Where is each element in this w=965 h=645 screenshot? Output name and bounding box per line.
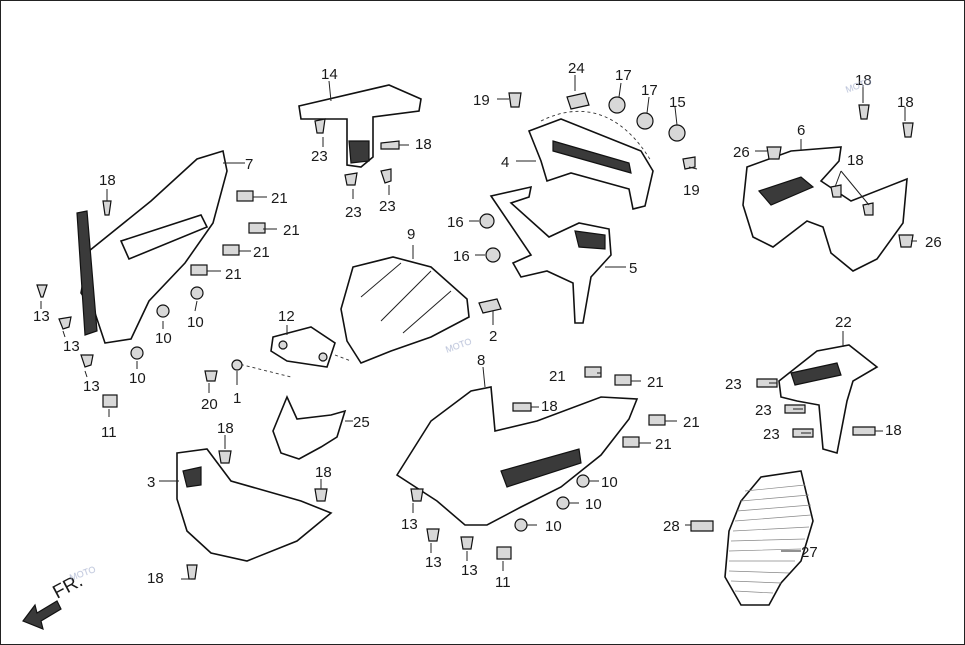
label-24: 24	[568, 60, 585, 77]
label-23b: 23	[345, 204, 362, 221]
label-1: 1	[233, 390, 241, 407]
watermark-3: MOTO	[68, 564, 97, 583]
label-21c: 21	[253, 244, 270, 261]
label-17a: 17	[615, 67, 632, 84]
label-18h: 18	[217, 420, 234, 437]
part-14-bracket	[298, 80, 422, 168]
label-14: 14	[321, 66, 338, 83]
label-9: 9	[407, 226, 415, 243]
label-7: 7	[245, 156, 253, 173]
label-16a: 16	[447, 214, 464, 231]
label-18d: 18	[847, 152, 864, 169]
label-21e: 21	[549, 368, 566, 385]
label-21f: 21	[647, 374, 664, 391]
label-21d: 21	[225, 266, 242, 283]
label-23e: 23	[755, 402, 772, 419]
label-15: 15	[669, 94, 686, 111]
label-13a: 13	[33, 308, 50, 325]
part-27-grille	[724, 470, 814, 606]
label-13e: 13	[425, 554, 442, 571]
label-18f: 18	[885, 422, 902, 439]
label-2: 2	[489, 328, 497, 345]
label-6: 6	[797, 122, 805, 139]
label-21b: 21	[283, 222, 300, 239]
part-5-bracket	[489, 185, 626, 324]
label-10f: 10	[545, 518, 562, 535]
label-27: 27	[801, 544, 818, 561]
label-23d: 23	[725, 376, 742, 393]
label-10b: 10	[155, 330, 172, 347]
label-17b: 17	[641, 82, 658, 99]
label-13c: 13	[83, 378, 100, 395]
label-18c: 18	[897, 94, 914, 111]
part-4-frame	[516, 110, 654, 210]
label-3: 3	[147, 474, 155, 491]
part-3-lower-panel	[159, 448, 333, 562]
leader-lines	[40, 75, 917, 580]
label-5: 5	[629, 260, 637, 277]
label-21a: 21	[271, 190, 288, 207]
watermark-2: MOTO	[444, 336, 473, 355]
label-13b: 13	[63, 338, 80, 355]
label-11a: 11	[101, 424, 117, 441]
label-23a: 23	[311, 148, 328, 165]
part-25-visor	[272, 394, 353, 460]
part-9-windscreen	[340, 245, 470, 364]
part-16-grommets	[469, 213, 501, 263]
label-10a: 10	[187, 314, 204, 331]
label-19b: 19	[683, 182, 700, 199]
label-18j: 18	[147, 570, 164, 587]
label-28: 28	[663, 518, 680, 535]
label-10e: 10	[585, 496, 602, 513]
label-19a: 19	[473, 92, 490, 109]
callout-labels: 14 24 17 17 15 19 18 23 23 23 18 18 4 19…	[33, 60, 942, 591]
label-21g: 21	[683, 414, 700, 431]
label-21h: 21	[655, 436, 672, 453]
part-22-bracket	[778, 331, 879, 455]
label-8: 8	[477, 352, 485, 369]
label-22: 22	[835, 314, 852, 331]
label-26a: 26	[733, 144, 750, 161]
label-18a: 18	[415, 136, 432, 153]
label-10d: 10	[601, 474, 618, 491]
label-18b: 18	[855, 72, 872, 89]
label-23c: 23	[379, 198, 396, 215]
hardware-fasteners	[36, 92, 914, 580]
label-18i: 18	[315, 464, 332, 481]
label-13f: 13	[461, 562, 478, 579]
label-23f: 23	[763, 426, 780, 443]
part-6-right-piece	[742, 139, 908, 272]
label-16b: 16	[453, 248, 470, 265]
label-18e: 18	[99, 172, 116, 189]
label-13d: 13	[401, 516, 418, 533]
label-26b: 26	[925, 234, 942, 251]
label-4: 4	[501, 154, 509, 171]
label-12: 12	[278, 308, 295, 325]
label-10c: 10	[129, 370, 146, 387]
part-12-cover	[234, 325, 352, 378]
arrow-icon	[22, 600, 62, 630]
label-25: 25	[353, 414, 370, 431]
label-18g: 18	[541, 398, 558, 415]
part-7-left-cowl	[76, 149, 245, 344]
label-11b: 11	[495, 574, 511, 591]
part-8-lower-cowl	[395, 366, 639, 526]
label-20: 20	[201, 396, 218, 413]
